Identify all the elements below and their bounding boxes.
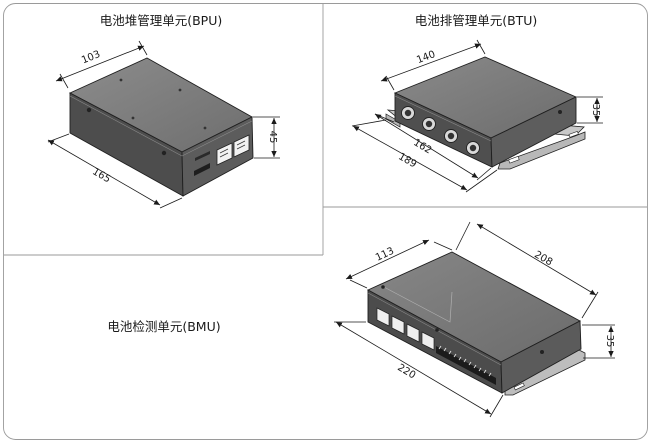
bmu-panel: 电池检测单元(BMU) 113 bbox=[107, 221, 615, 418]
bpu-title: 电池堆管理单元(BPU) bbox=[100, 13, 223, 28]
bmu-title: 电池检测单元(BMU) bbox=[107, 319, 220, 334]
btu-dim-height: 35 bbox=[577, 96, 603, 124]
bmu-dim-length-top-label: 208 bbox=[532, 249, 554, 268]
bmu-dim-length-bottom-label: 220 bbox=[395, 362, 417, 381]
btu-dim-width: 140 bbox=[380, 39, 486, 91]
bpu-dim-length-label: 165 bbox=[90, 166, 112, 185]
btu-device bbox=[385, 56, 586, 170]
btu-panel: 电池排管理单元(BTU) 140 bbox=[351, 13, 603, 193]
page-frame bbox=[3, 3, 648, 440]
bpu-dim-height: 45 bbox=[253, 116, 280, 159]
btu-dim-length-inner-label: 162 bbox=[411, 137, 433, 156]
btu-dim-width-label: 140 bbox=[415, 49, 437, 66]
btu-dim-length-outer-label: 189 bbox=[396, 151, 418, 170]
bmu-dim-height: 35 bbox=[582, 324, 615, 359]
bpu-dim-height-label: 45 bbox=[267, 131, 278, 144]
bmu-dim-height-label: 35 bbox=[604, 335, 615, 348]
bpu-panel: 电池堆管理单元(BPU) 103 bbox=[47, 13, 280, 209]
btu-title: 电池排管理单元(BTU) bbox=[415, 13, 538, 28]
btu-dim-height-label: 35 bbox=[590, 104, 601, 117]
